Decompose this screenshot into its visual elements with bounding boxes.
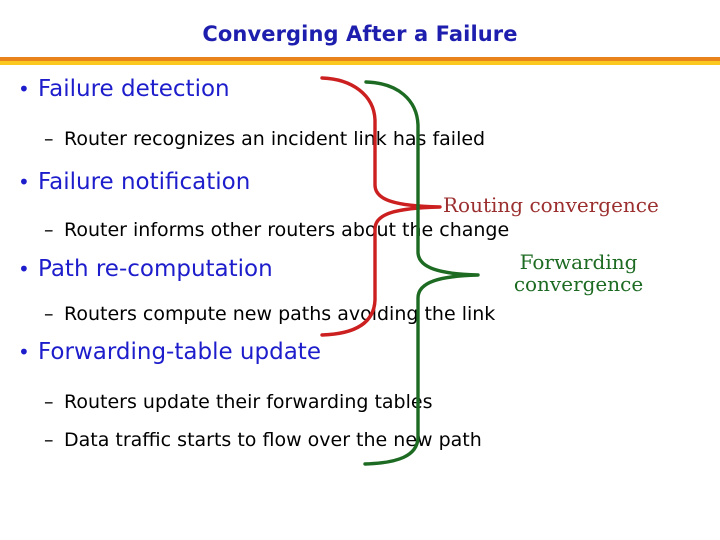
bullet-item-path-recomputation: • Path re-computation — [18, 256, 273, 282]
subbullet-label: Router informs other routers about the c… — [64, 219, 510, 241]
bullet-marker-dash: – — [44, 429, 54, 451]
bullet-marker-dot: • — [18, 170, 30, 194]
bullet-marker-dash: – — [44, 219, 54, 241]
annotation-routing-convergence: Routing convergence — [443, 193, 659, 217]
subbullet-label: Routers update their forwarding tables — [64, 391, 433, 413]
subbullet-label: Data traffic starts to flow over the new… — [64, 429, 482, 451]
bullet-item-forwarding-table-update: • Forwarding-table update — [18, 339, 321, 365]
subbullet-item-router-recognizes: –Router recognizes an incident link has … — [44, 128, 485, 150]
bullet-marker-dot: • — [18, 77, 30, 101]
bullet-marker-dash: – — [44, 303, 54, 325]
subbullet-item-data-traffic: –Data traffic starts to flow over the ne… — [44, 429, 482, 451]
bullet-marker-dot: • — [18, 257, 30, 281]
routing-convergence-brace — [320, 76, 442, 337]
title-divider — [0, 57, 720, 65]
bullet-marker-dot: • — [18, 340, 30, 364]
page-title: Converging After a Failure — [202, 22, 518, 46]
bullet-item-failure-detection: • Failure detection — [18, 76, 230, 102]
subbullet-item-routers-compute: –Routers compute new paths avoiding the … — [44, 303, 495, 325]
annotation-forwarding-convergence: Forwarding convergence — [513, 250, 644, 297]
subbullet-label: Router recognizes an incident link has f… — [64, 128, 486, 150]
bullet-label: Failure notification — [38, 169, 251, 195]
bullet-marker-dash: – — [44, 128, 54, 150]
bullet-label: Path re-computation — [38, 256, 273, 282]
subbullet-item-router-informs: –Router informs other routers about the … — [44, 219, 509, 241]
divider-band-orange — [0, 57, 720, 61]
bullet-label: Forwarding-table update — [38, 339, 321, 365]
bullet-label: Failure detection — [38, 76, 230, 102]
subbullet-label: Routers compute new paths avoiding the l… — [64, 303, 496, 325]
divider-band-gold — [0, 61, 720, 65]
bullet-marker-dash: – — [44, 391, 54, 413]
subbullet-item-routers-update: –Routers update their forwarding tables — [44, 391, 433, 413]
bullet-item-failure-notification: • Failure notification — [18, 169, 250, 195]
